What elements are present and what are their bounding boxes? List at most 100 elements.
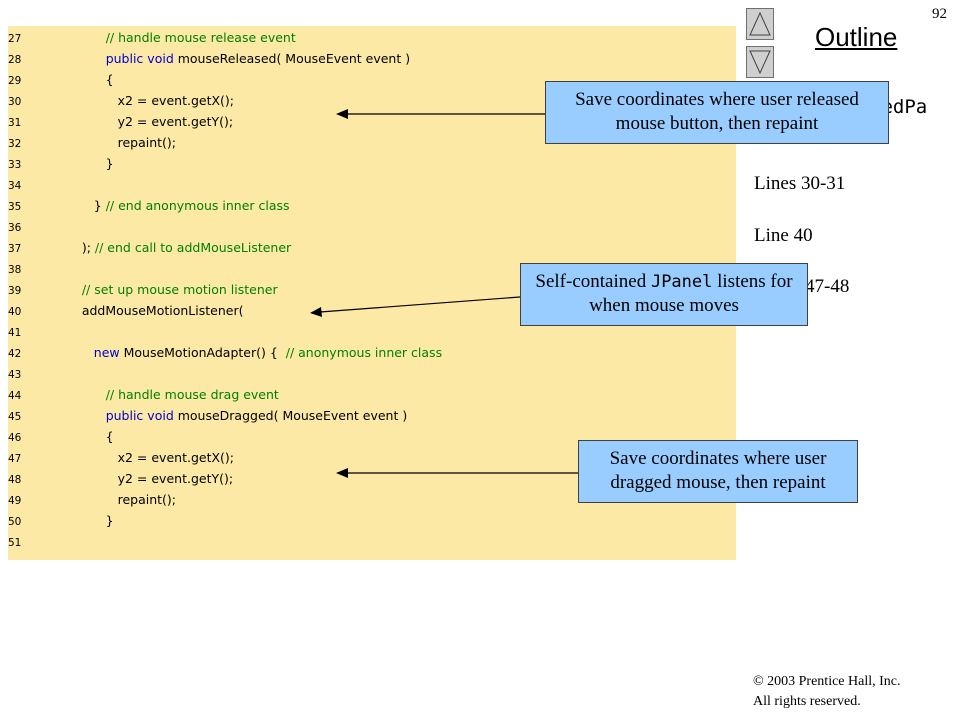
triangle-down-icon [749,50,771,74]
code-text: { [58,72,114,87]
line-number: 29 [8,75,22,87]
code-text: mouseReleased( MouseEvent event ) [173,51,411,66]
callout-drag-text: Save coordinates where user dragged mous… [609,448,827,493]
outline-link[interactable]: Outline [815,22,898,52]
code-line: 43 [8,363,58,384]
code-line: 47 x2 = event.getX(); [8,447,234,468]
line-number: 36 [8,222,22,234]
code-keyword: void [147,408,174,423]
line-number: 31 [8,117,22,129]
line-number: 43 [8,369,22,381]
code-keyword: public [105,408,144,423]
line-number: 41 [8,327,22,339]
line-number: 32 [8,138,22,150]
code-comment: // end anonymous inner class [105,198,290,213]
line-number: 47 [8,453,22,465]
outline-item-lines-47-48: 47-48 [805,276,850,297]
rights-text: All rights reserved. [753,694,861,709]
code-line: 31 y2 = event.getY(); [8,111,233,132]
previous-slide-button[interactable] [746,8,774,40]
code-keyword: void [147,51,174,66]
line-number: 45 [8,411,22,423]
code-text: y2 = event.getY(); [58,114,234,129]
line-number: 50 [8,516,22,528]
arrow-head-1 [336,109,348,119]
line-number: 28 [8,54,22,66]
code-text: x2 = event.getX(); [58,93,235,108]
outline-item-line-40: Line 40 [754,225,813,246]
code-line: 38 [8,258,58,279]
line-number: 38 [8,264,22,276]
code-comment: // set up mouse motion listener [81,282,278,297]
outline-item-lines-30-31: Lines 30-31 [754,173,846,194]
footer: © 2003 Prentice Hall, Inc. All rights re… [753,672,901,712]
code-line: 30 x2 = event.getX(); [8,90,234,111]
callout-jpanel-class: JPanel [650,272,713,292]
code-line: 44 // handle mouse drag event [8,384,279,405]
code-comment: // handle mouse drag event [105,387,279,402]
line-number: 49 [8,495,22,507]
code-line: 51 [8,531,58,552]
code-line: 46 { [8,426,114,447]
line-number: 37 [8,243,22,255]
arrow-line-2 [319,296,521,313]
callout-jpanel: Self-contained JPanel listens for when m… [520,263,808,326]
code-text: repaint(); [58,135,177,150]
code-text: } [58,513,114,528]
code-comment: // end call to addMouseListener [94,240,292,255]
line-number: 44 [8,390,22,402]
code-text: MouseMotionAdapter() { [119,345,286,360]
triangle-up-icon [749,12,771,36]
code-line: 48 y2 = event.getY(); [8,468,233,489]
line-number: 27 [8,33,22,45]
code-line: 39 // set up mouse motion listener [8,279,278,300]
line-number: 33 [8,159,22,171]
code-line: 28 public void mouseReleased( MouseEvent… [8,48,410,69]
code-line: 35 } // end anonymous inner class [8,195,290,216]
arrow-head-2 [310,307,322,317]
line-number: 51 [8,537,22,549]
arrow-head-3 [336,468,348,478]
code-text: y2 = event.getY(); [58,471,234,486]
code-line: 50 } [8,510,114,531]
code-text: repaint(); [58,492,177,507]
code-text: addMouseMotionListener( [58,303,244,318]
code-line: 29 { [8,69,114,90]
code-line: 40 addMouseMotionListener( [8,300,243,321]
code-text: { [58,429,114,444]
code-line: 32 repaint(); [8,132,176,153]
code-line: 37 ); // end call to addMouseListener [8,237,291,258]
callout-release: Save coordinates where user released mou… [545,81,889,144]
code-text: } [58,156,114,171]
code-line: 42 new MouseMotionAdapter() { // anonymo… [8,342,442,363]
line-number: 40 [8,306,22,318]
code-keyword: new [93,345,120,360]
line-number: 48 [8,474,22,486]
code-line: 33 } [8,153,114,174]
line-number: 34 [8,180,22,192]
code-line: 34 [8,174,58,195]
copyright-text: © 2003 Prentice Hall, Inc. [753,674,901,689]
code-line: 45 public void mouseDragged( MouseEvent … [8,405,407,426]
code-line: 41 [8,321,58,342]
code-text: x2 = event.getX(); [58,450,235,465]
code-comment: // anonymous inner class [285,345,443,360]
callout-jpanel-text-after: listens for when mouse moves [589,271,793,316]
line-number: 42 [8,348,22,360]
line-number: 39 [8,285,22,297]
callout-jpanel-text-before: Self-contained [535,271,651,292]
code-keyword: public [105,51,144,66]
code-line: 36 [8,216,58,237]
next-slide-button[interactable] [746,46,774,78]
code-line: 27 // handle mouse release event [8,27,296,48]
callout-release-text: Save coordinates where user released mou… [575,89,859,134]
callout-drag: Save coordinates where user dragged mous… [578,440,858,503]
page-number: 92 [932,6,947,22]
code-line: 49 repaint(); [8,489,176,510]
line-number: 35 [8,201,22,213]
code-text: ); [58,240,95,255]
line-number: 30 [8,96,22,108]
code-comment: // handle mouse release event [105,30,296,45]
line-number: 46 [8,432,22,444]
